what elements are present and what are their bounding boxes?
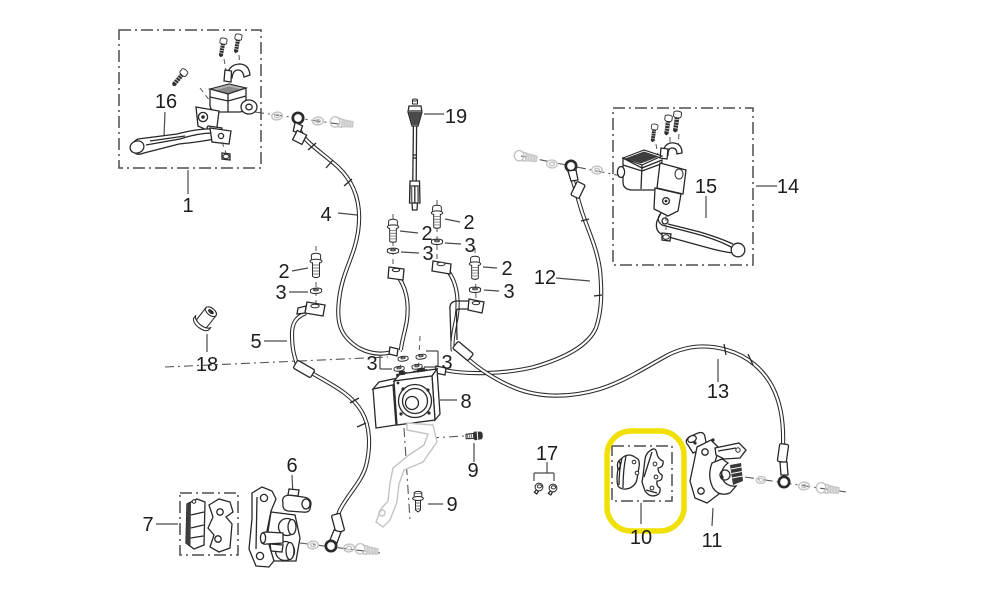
- svg-text:2: 2: [463, 212, 474, 234]
- svg-text:11: 11: [702, 530, 723, 552]
- svg-text:7: 7: [142, 514, 153, 536]
- svg-text:15: 15: [695, 176, 717, 198]
- svg-text:19: 19: [445, 106, 467, 128]
- svg-text:13: 13: [707, 381, 729, 403]
- svg-text:5: 5: [250, 331, 261, 353]
- svg-text:14: 14: [777, 176, 799, 198]
- svg-text:3: 3: [503, 281, 514, 303]
- svg-text:3: 3: [464, 235, 475, 257]
- svg-text:6: 6: [286, 455, 297, 477]
- svg-text:3: 3: [441, 352, 452, 374]
- svg-text:18: 18: [196, 354, 218, 376]
- svg-text:3: 3: [275, 282, 286, 304]
- svg-text:16: 16: [155, 91, 177, 113]
- svg-text:2: 2: [278, 261, 289, 283]
- svg-text:9: 9: [467, 460, 478, 482]
- svg-text:1: 1: [182, 195, 193, 217]
- svg-text:10: 10: [630, 527, 652, 549]
- svg-text:4: 4: [320, 204, 331, 226]
- svg-text:3: 3: [422, 243, 433, 265]
- svg-text:2: 2: [501, 258, 512, 280]
- svg-text:12: 12: [534, 267, 556, 289]
- svg-text:8: 8: [460, 391, 471, 413]
- svg-text:17: 17: [536, 443, 558, 465]
- svg-text:9: 9: [446, 494, 457, 516]
- svg-text:3: 3: [366, 353, 377, 375]
- svg-text:2: 2: [421, 223, 432, 245]
